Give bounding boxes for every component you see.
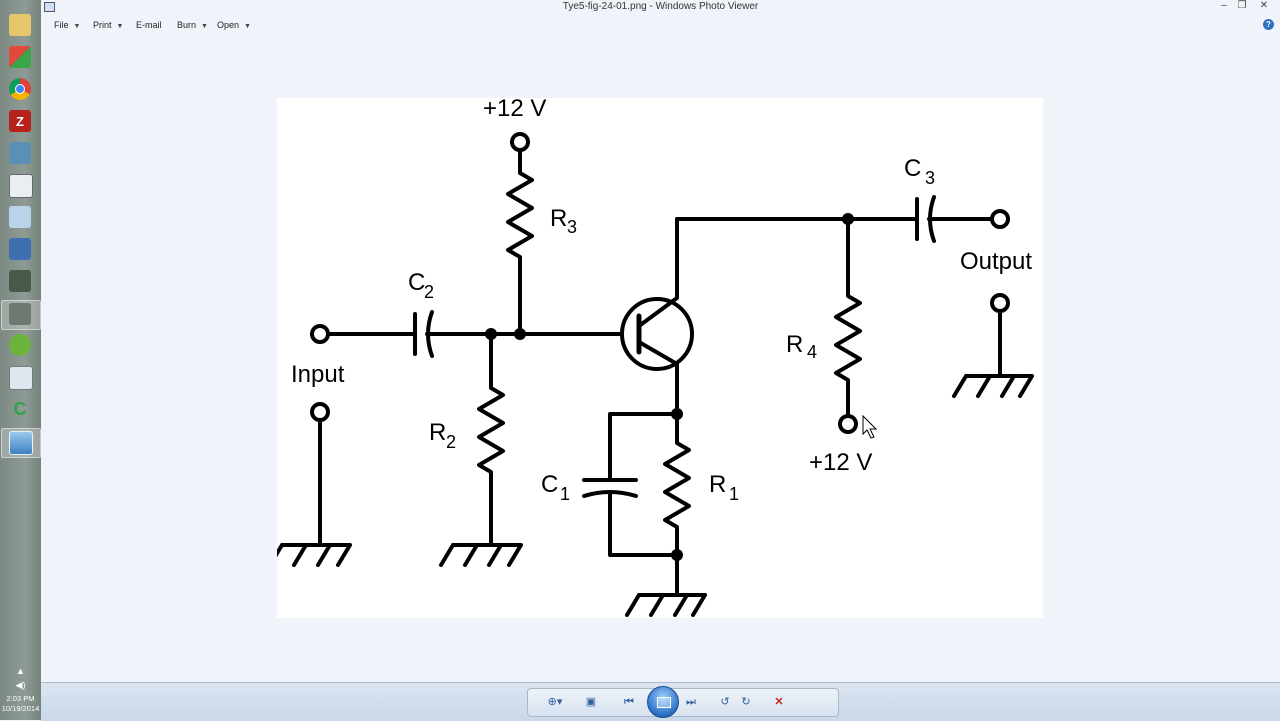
resistor-r3 [506,149,534,336]
capacitor-c1-plate-2 [582,490,638,498]
transistor-emitter [637,340,679,416]
restore-icon[interactable]: ❐ [1237,0,1247,11]
next-icon[interactable]: ⏭ [686,696,696,708]
minimize-icon[interactable]: – [1221,0,1227,11]
junction-dot [671,408,683,420]
storage-icon[interactable] [9,270,31,292]
taskbar: Z C ▲ ◀) 2:03 PM 10/19/2014 [0,0,42,720]
puzzle-app-icon[interactable] [9,46,31,68]
resistor-r1 [663,412,691,577]
transistor-body [620,297,694,371]
label-c2: C [408,269,425,296]
delete-icon[interactable]: ✕ [774,696,784,708]
chevron-down-icon: ▼ [73,23,81,30]
capacitor-c3-plate-2 [928,195,936,243]
label-r2: R [429,419,446,446]
camtasia-icon[interactable]: C [13,398,27,419]
chevron-down-icon: ▼ [244,23,251,30]
displayed-image: +12 V +12 V R 3 R 2 R 1 R 4 C 1 C 2 C 3 … [268,95,1043,618]
notepad-icon[interactable] [9,174,33,198]
menu-file[interactable]: File ▼ [54,20,80,30]
capacitor-c1-wires [608,412,679,557]
menu-burn[interactable]: Burn ▼ [177,20,208,30]
rotate-counterclockwise-icon[interactable]: ↺ [720,696,730,708]
menu-print-label: Print [93,20,112,30]
label-vcc-top: +12 V [483,98,546,122]
calculator-icon[interactable] [9,366,33,390]
ground-output [952,374,1034,398]
label-r3-sub: 3 [567,217,577,237]
navigation-controls: ⊕▾ ▣ ⏮ ⏭ ↺ ↻ ✕ [527,686,839,718]
label-r3: R [550,205,567,232]
label-c3: C [904,155,921,182]
filezilla-icon[interactable]: Z [9,110,31,132]
terminal-vcc-r4 [838,414,858,434]
junction-dot [485,328,497,340]
menu-file-label: File [54,20,69,30]
capacitor-c2-plate-2 [426,310,434,358]
label-r4-sub: 4 [807,342,817,362]
volume-icon[interactable]: ◀) [15,680,26,690]
label-r1-sub: 1 [729,484,739,504]
terminal-input-ground [310,402,330,422]
menu-email-label: E-mail [136,20,162,30]
junction-dot [671,549,683,561]
document-icon[interactable] [9,206,31,228]
menu-burn-label: Burn [177,20,197,30]
menu-print[interactable]: Print ▼ [93,20,123,30]
app-icon [44,2,55,12]
network-icon[interactable] [9,142,31,164]
menu-email[interactable]: E-mail [136,20,162,30]
close-icon[interactable]: ✕ [1259,0,1269,11]
label-r2-sub: 2 [446,432,456,452]
ground-emitter [625,593,707,617]
label-r1: R [709,471,726,498]
ground-input [268,543,352,567]
chrome-icon[interactable] [9,78,31,100]
file-explorer-icon[interactable] [9,14,31,36]
terminal-vcc-top [510,132,530,152]
rotate-clockwise-icon[interactable]: ↻ [741,696,751,708]
ground-r2 [439,543,523,567]
label-r4: R [786,331,803,358]
menu-open[interactable]: Open ▼ [217,20,251,30]
green-app-icon[interactable] [9,334,31,356]
label-input: Input [291,361,345,388]
tray-icons[interactable]: ▲ [16,666,25,676]
label-vcc-r4: +12 V [809,449,872,476]
terminal-input [310,324,330,344]
chevron-down-icon: ▼ [116,23,124,30]
actual-size-icon[interactable]: ▣ [585,696,597,708]
clock-date[interactable]: 10/19/2014 [1,704,40,713]
label-c2-sub: 2 [424,282,434,302]
window-title: Tye5-fig-24-01.png - Windows Photo Viewe… [562,1,759,12]
resistor-r4 [834,217,862,418]
menu-bar: File ▼ Print ▼ E-mail Burn ▼ Open ▼ ? [41,14,1280,36]
terminal-output-ground [990,293,1010,313]
label-c1: C [541,471,558,498]
label-c1-sub: 1 [560,484,570,504]
label-c3-sub: 3 [925,168,935,188]
photo-viewer-icon[interactable] [9,431,33,455]
title-bar: Tye5-fig-24-01.png - Windows Photo Viewe… [41,0,1280,14]
label-output: Output [960,248,1032,275]
terminal-output [990,209,1010,229]
clock-time[interactable]: 2:03 PM [6,694,35,703]
circuit-schematic: +12 V +12 V R 3 R 2 R 1 R 4 C 1 C 2 C 3 … [268,95,1034,617]
junction-dot [514,328,526,340]
zoom-icon[interactable]: ⊕▾ [547,696,563,708]
previous-icon[interactable]: ⏮ [624,696,634,708]
junction-dot [842,213,854,225]
system-tray: ▲ ◀) 2:03 PM 10/19/2014 [0,666,41,714]
bookmark-app-icon[interactable] [9,238,31,260]
menu-open-label: Open [217,20,240,30]
bottom-toolbar: ⊕▾ ▣ ⏮ ⏭ ↺ ↻ ✕ [41,682,1280,721]
slideshow-icon[interactable] [647,686,679,718]
chevron-down-icon: ▼ [201,23,208,30]
resistor-r2 [477,332,505,547]
mouse-cursor-icon [862,414,878,439]
media-app-icon[interactable] [9,303,31,325]
help-icon[interactable]: ? [1263,19,1274,30]
transistor-collector [637,217,679,328]
